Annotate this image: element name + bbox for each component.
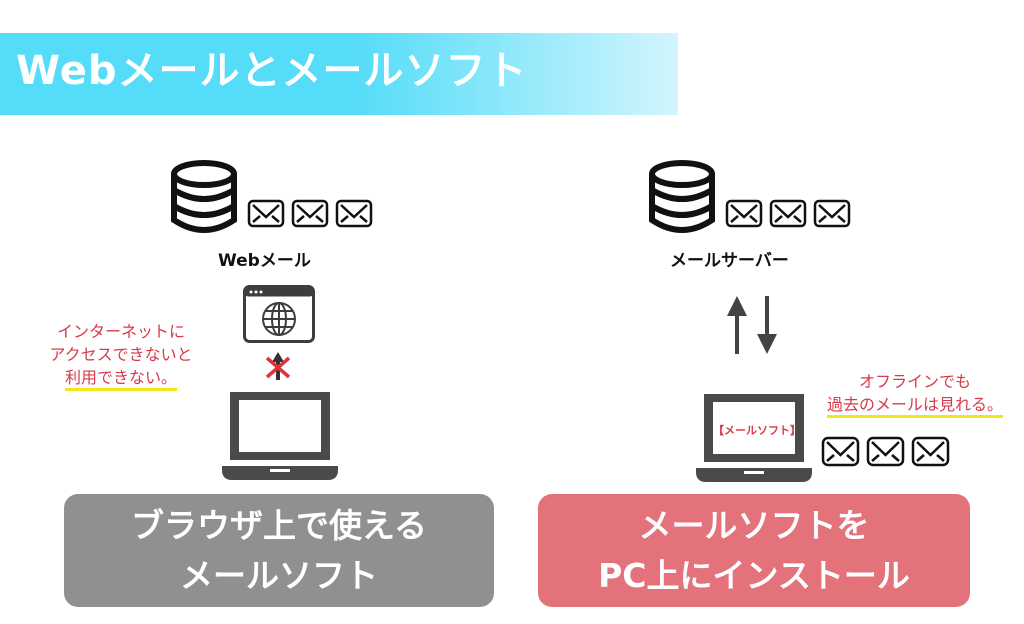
- note-line: アクセスできないと: [49, 345, 193, 364]
- sync-arrows-icon: [727, 296, 777, 354]
- envelope-icon: [291, 199, 329, 228]
- title-banner: [0, 33, 678, 115]
- laptop-icon: [696, 394, 812, 482]
- browser-globe-icon: [243, 285, 315, 343]
- envelope-icon: [335, 199, 373, 228]
- database-icon: [171, 160, 237, 233]
- envelope-icon: [821, 436, 860, 467]
- database-icon: [649, 160, 715, 233]
- envelope-icon: [911, 436, 950, 467]
- note-line: オフラインでも: [858, 372, 971, 391]
- webmail-summary-box: ブラウザ上で使える メールソフト: [64, 494, 494, 607]
- note-line: インターネットに: [56, 322, 185, 341]
- page-title: Webメールとメールソフト: [16, 48, 528, 94]
- box-line: メールソフトを: [638, 505, 870, 545]
- note-highlight: 過去のメールは見れる。: [826, 395, 1003, 418]
- local-envelope-group: [821, 436, 950, 467]
- envelope-icon: [725, 199, 763, 228]
- box-line: ブラウザ上で使える: [130, 505, 427, 545]
- mail-server-label: メールサーバー: [670, 251, 789, 271]
- envelope-icon: [866, 436, 905, 467]
- envelope-group: [247, 199, 373, 228]
- envelope-icon: [813, 199, 851, 228]
- blocked-arrow-icon: [265, 352, 291, 380]
- offline-warning-note: インターネットに アクセスできないと 利用できない。: [36, 320, 206, 391]
- mail-software-summary-box: メールソフトを PC上にインストール: [538, 494, 970, 607]
- box-line: メールソフト: [180, 555, 378, 595]
- webmail-label: Webメール: [218, 251, 311, 271]
- envelope-group: [725, 199, 851, 228]
- envelope-icon: [247, 199, 285, 228]
- offline-ok-note: オフラインでも 過去のメールは見れる。: [820, 370, 1010, 418]
- envelope-icon: [769, 199, 807, 228]
- laptop-icon: [222, 392, 338, 480]
- box-line: PC上にインストール: [598, 555, 910, 595]
- laptop-screen-text: 【メールソフト】: [713, 424, 801, 437]
- note-highlight: 利用できない。: [64, 368, 177, 391]
